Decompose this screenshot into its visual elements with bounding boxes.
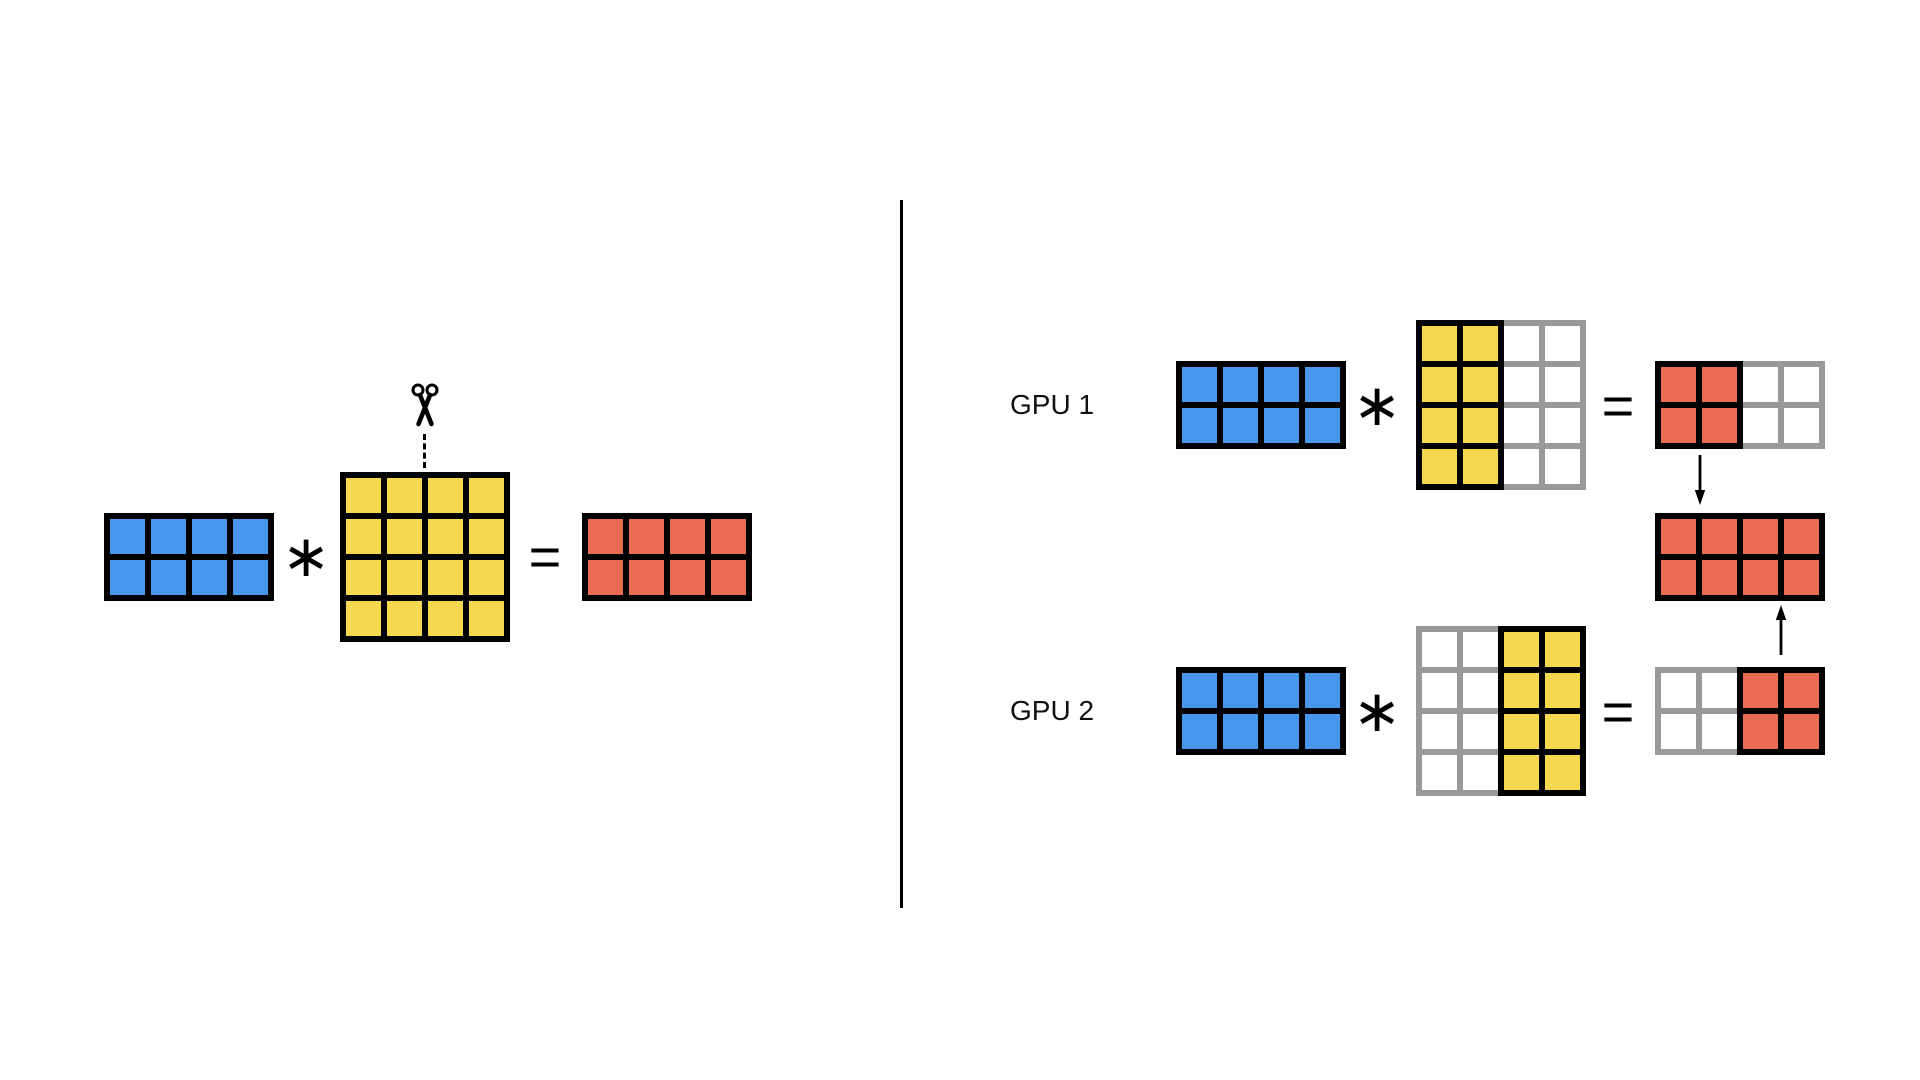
gpu2-weight-shard-matrix — [1416, 626, 1586, 796]
multiply-glyph: ∗ — [281, 522, 331, 590]
cut-dashed-line — [423, 434, 426, 468]
gpu1-equals-operator: = — [1586, 373, 1650, 437]
left-panel: ∗ = — [0, 0, 900, 1080]
weight-matrix — [340, 472, 510, 642]
down-arrow-icon — [1691, 455, 1709, 505]
panel-divider — [900, 200, 903, 908]
output-matrix — [582, 513, 752, 601]
gpu1-multiply-operator: ∗ — [1345, 371, 1409, 439]
multiply-operator: ∗ — [274, 522, 338, 590]
gpu1-partial-output-matrix — [1655, 361, 1825, 449]
scissors-icon — [407, 382, 443, 435]
input-matrix — [104, 513, 274, 601]
gpu1-weight-shard-matrix — [1416, 320, 1586, 490]
gpu2-input-matrix — [1176, 667, 1346, 755]
gpu2-equals-operator: = — [1586, 679, 1650, 743]
multiply-glyph: ∗ — [1352, 677, 1402, 745]
gpu1-label: GPU 1 — [1010, 389, 1095, 420]
gpu1-input-matrix — [1176, 361, 1346, 449]
combined-output-matrix — [1655, 513, 1825, 601]
gpu2-label: GPU 2 — [1010, 695, 1095, 726]
up-arrow-icon — [1772, 605, 1790, 655]
right-panel: GPU 1 ∗ = GPU 2 ∗ — [903, 0, 1920, 1080]
equals-glyph: = — [528, 524, 562, 588]
gpu2-multiply-operator: ∗ — [1345, 677, 1409, 745]
multiply-glyph: ∗ — [1352, 371, 1402, 439]
equals-glyph: = — [1601, 373, 1635, 437]
equals-glyph: = — [1601, 679, 1635, 743]
equals-operator: = — [513, 524, 577, 588]
gpu2-partial-output-matrix — [1655, 667, 1825, 755]
